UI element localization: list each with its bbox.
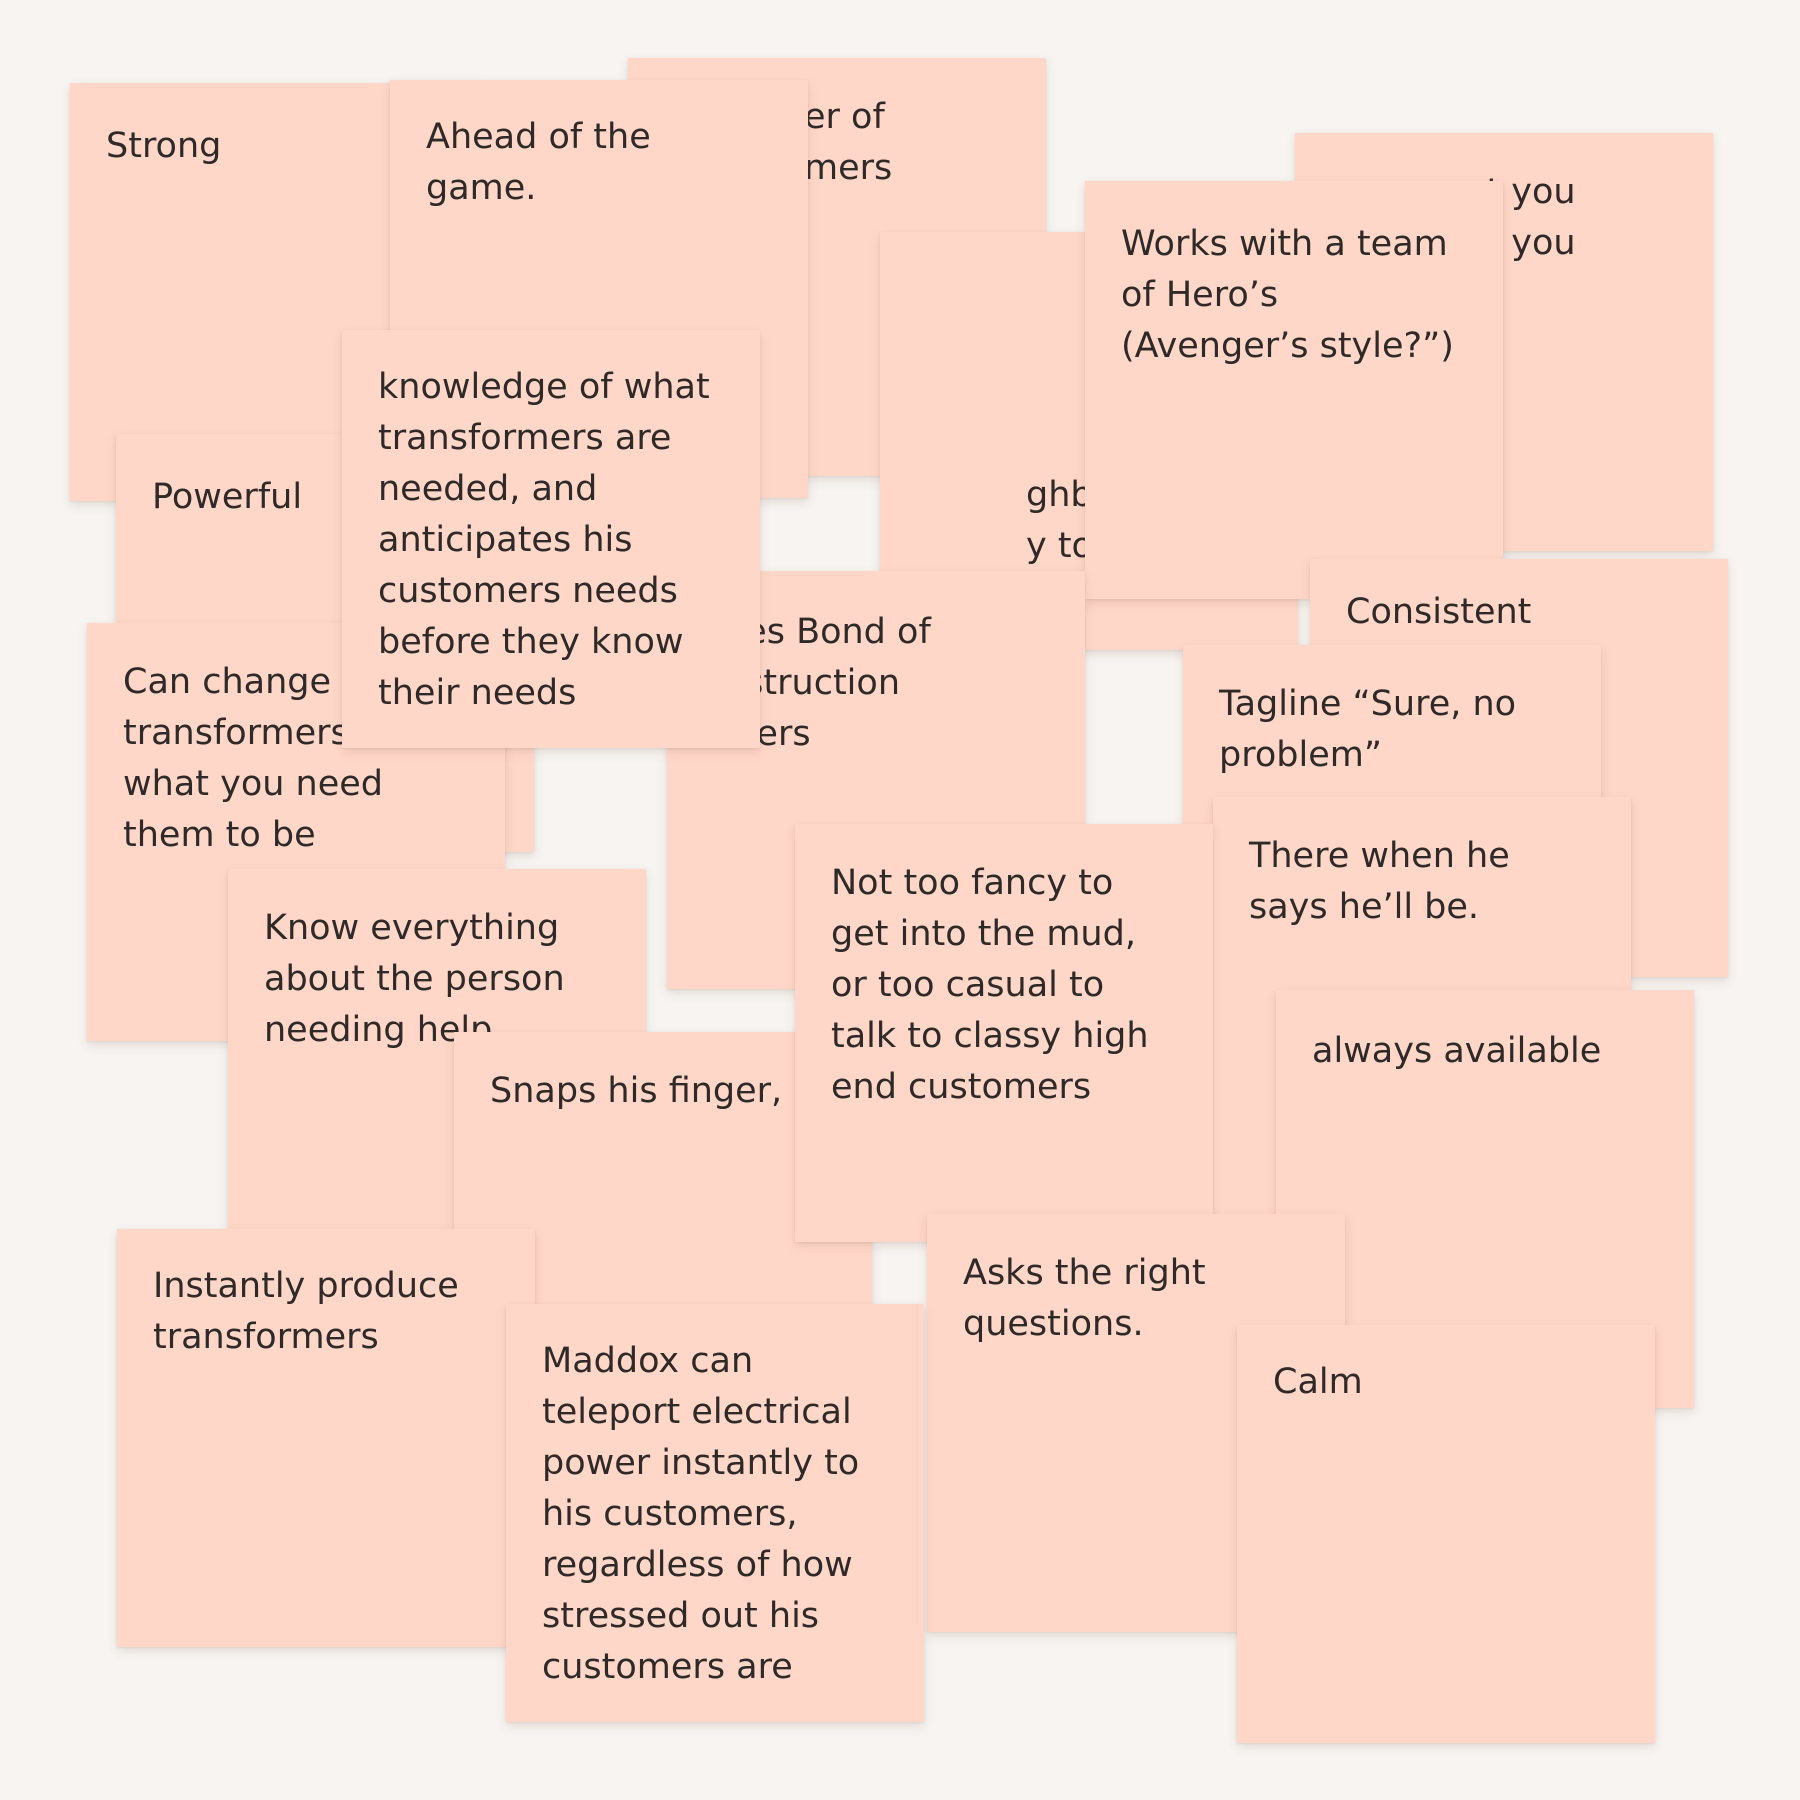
sticky-note-text: There when he says he’ll be.	[1249, 836, 1510, 927]
sticky-note-text: Tagline “Sure, no problem”	[1219, 684, 1517, 775]
sticky-note-text: Instantly produce transformers	[153, 1266, 459, 1357]
sticky-note-text: er of mers	[804, 97, 893, 188]
sticky-note-maddox[interactable]: Maddox can teleport electrical power ins…	[506, 1304, 924, 1722]
sticky-note-text: always available	[1312, 1031, 1602, 1071]
sticky-note-text: Calm	[1273, 1362, 1363, 1402]
sticky-note-knowledge[interactable]: knowledge of what transformers are neede…	[342, 330, 760, 748]
sticky-note-text: Works with a team of Hero’s (Avenger’s s…	[1121, 224, 1454, 366]
sticky-note-calm[interactable]: Calm	[1237, 1325, 1655, 1743]
sticky-note-text: Asks the right questions.	[963, 1253, 1206, 1344]
sticky-note-text: Strong	[106, 126, 222, 166]
sticky-note-text: Powerful	[152, 477, 303, 517]
sticky-note-text: Snaps his finger, equipment appea	[490, 1071, 872, 1111]
sticky-note-text: Maddox can teleport electrical power ins…	[542, 1341, 860, 1687]
sticky-note-text: Ahead of the game.	[426, 117, 651, 208]
sticky-note-text: nes Bond of nstruction rkers	[723, 612, 931, 754]
sticky-note-text: ghb y to	[1026, 475, 1093, 566]
sticky-note-text: Not too fancy to get into the mud, or to…	[831, 863, 1149, 1107]
sticky-note-not-too-fancy[interactable]: Not too fancy to get into the mud, or to…	[795, 824, 1213, 1242]
sticky-note-text: knowledge of what transformers are neede…	[378, 367, 710, 713]
sticky-note-instantly[interactable]: Instantly produce transformers	[117, 1229, 535, 1647]
sticky-note-text: Can change transformers what you need th…	[123, 662, 384, 855]
sticky-note-text: Consistent	[1346, 592, 1532, 632]
sticky-note-team[interactable]: Works with a team of Hero’s (Avenger’s s…	[1085, 181, 1503, 599]
